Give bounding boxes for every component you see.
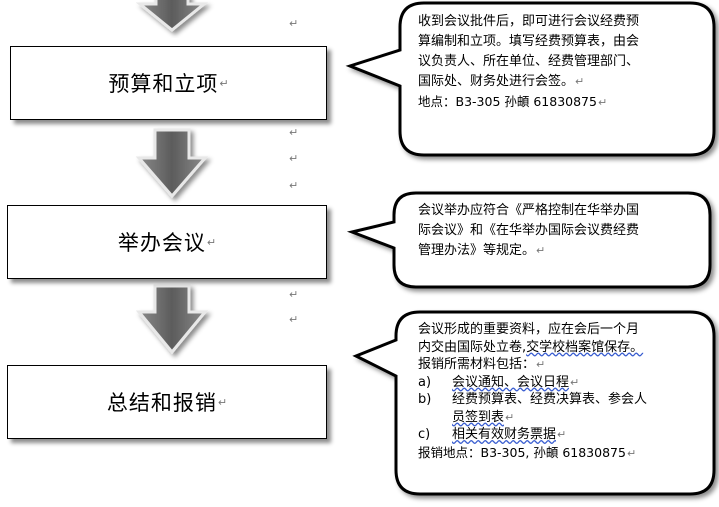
callout-line: 会议形成的重要资料，应在会后一个月 [418, 322, 640, 337]
callout-budget-text: 收到会议批件后，即可进行会议经费预 算编制和立项。填写经费预算表，由会 议负责人… [418, 12, 639, 113]
paragraph-mark-icon: ↵ [570, 375, 580, 389]
paragraph-mark-icon: ↵ [289, 126, 299, 139]
paragraph-mark-icon: ↵ [505, 410, 515, 424]
callout-line: 议负责人、所在单位、经费管理部门、 [418, 54, 640, 69]
callout-line: 算编制和立项。填写经费预算表，由会 [418, 34, 640, 49]
callout-line: 交学校档案馆保存。 [526, 339, 644, 355]
paragraph-mark-icon: ↵ [289, 17, 299, 30]
callout-line: 收到会议批件后，即可进行会议经费预 [418, 14, 640, 29]
callout-bubble [352, 310, 716, 496]
callout-line: 报销所需材料包括： [418, 357, 536, 372]
step-box-budget: 预算和立项↵ [10, 46, 327, 120]
callout-line: 国际处、财务处进行会签。 [418, 74, 575, 89]
list-item-continued: 员签到表 [452, 409, 505, 425]
callout-line: 会议举办应符合《严格控制在华举办国 [418, 203, 640, 218]
paragraph-mark-icon: ↵ [217, 395, 228, 409]
paragraph-mark-icon: ↵ [289, 152, 299, 165]
paragraph-mark-icon: ↵ [575, 75, 585, 88]
paragraph-mark-icon: ↵ [219, 76, 229, 90]
location-text: 报销地点：B3-305, 孙頔 61830875 [418, 444, 626, 460]
callout-line: 管理办法》等规定。 [418, 243, 536, 258]
location-text: 地点：B3-305 孙頔 61830875 [418, 94, 597, 109]
callout-line: 际会议》和《在华举办国际会议费经费 [418, 223, 640, 238]
step-label: 总结和报销 [106, 391, 217, 415]
step-box-summary: 总结和报销↵ [7, 365, 327, 439]
paragraph-mark-icon: ↵ [557, 428, 567, 441]
arrow-down-icon [135, 0, 209, 32]
callout-meeting-text: 会议举办应符合《严格控制在华举办国 际会议》和《在华举办国际会议费经费 管理办法… [418, 201, 639, 261]
paragraph-mark-icon: ↵ [626, 446, 637, 460]
paragraph-mark-icon: ↵ [289, 179, 299, 192]
paragraph-mark-icon: ↵ [536, 244, 546, 257]
callout-summary-text: 会议形成的重要资料，应在会后一个月 内交由国际处立卷,交学校档案馆保存。 报销所… [418, 321, 647, 462]
step-label: 举办会议 [117, 231, 206, 255]
paragraph-mark-icon: ↵ [289, 288, 299, 301]
paragraph-mark-icon: ↵ [289, 313, 299, 326]
arrow-down-icon [135, 284, 209, 355]
callout-bubble [346, 191, 712, 289]
list-item: c)相关有效财务票据↵ [418, 427, 567, 442]
callout-bubble [345, 1, 716, 157]
paragraph-mark-icon: ↵ [536, 358, 546, 371]
step-label: 预算和立项 [108, 72, 219, 96]
arrow-down-icon [135, 128, 209, 199]
paragraph-mark-icon: ↵ [597, 96, 608, 109]
callout-line: 内交由国际处立卷, [418, 339, 527, 355]
list-item: a)会议通知、会议日程↵ [418, 374, 580, 390]
list-item: b)经费预算表、经费决算表、参会人 [418, 392, 648, 407]
step-box-meeting: 举办会议↵ [7, 205, 327, 279]
paragraph-mark-icon: ↵ [206, 235, 217, 249]
